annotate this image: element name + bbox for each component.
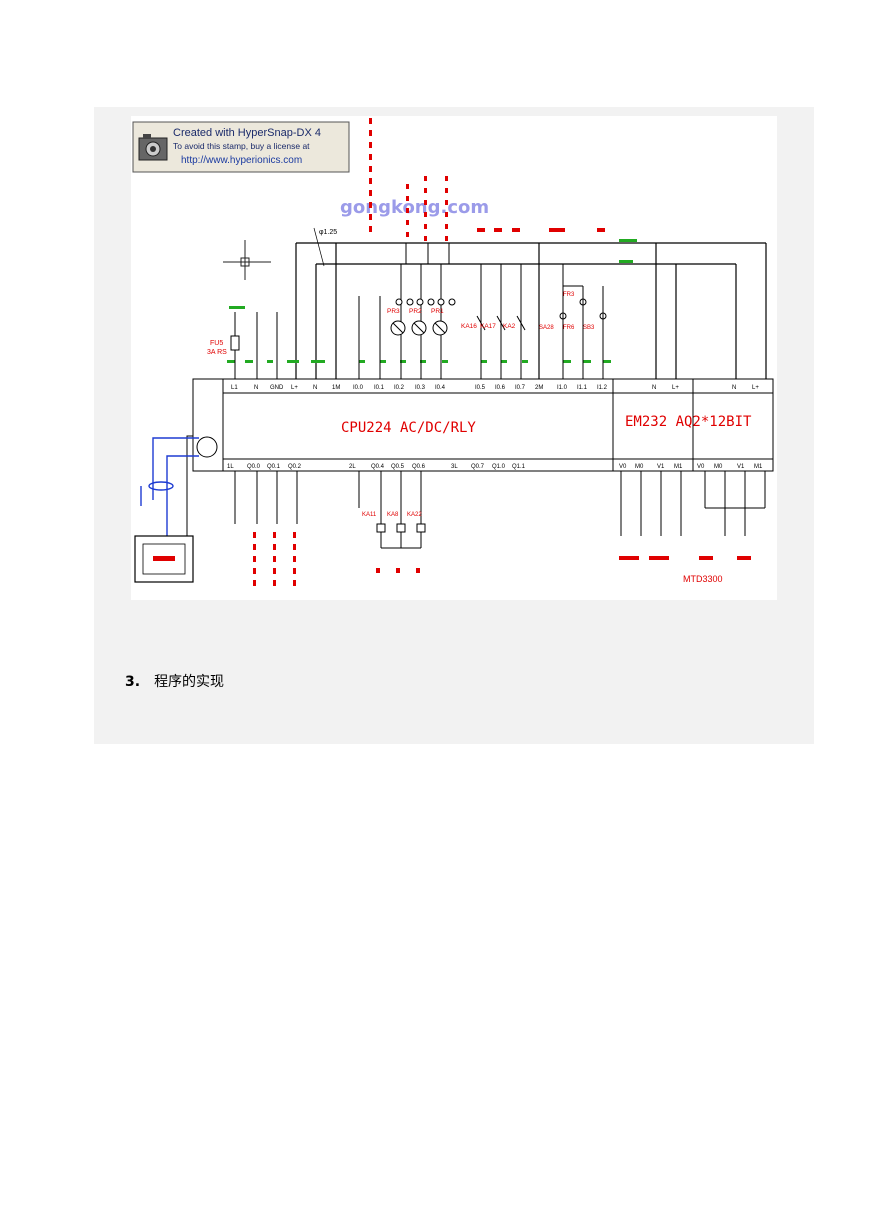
camera-icon	[138, 134, 168, 161]
svg-text:GND: GND	[270, 385, 284, 391]
crosshair-cursor-icon	[223, 240, 271, 280]
power-rails	[295, 242, 767, 379]
svg-text:I1.1: I1.1	[577, 385, 588, 391]
encoder-icon	[196, 436, 218, 458]
svg-text:Q0.7: Q0.7	[471, 464, 485, 470]
svg-text:L+: L+	[752, 385, 759, 391]
stamp-line-1: Created with HyperSnap-DX 4	[173, 127, 321, 139]
svg-text:PR1: PR1	[431, 308, 444, 315]
svg-text:I0.3: I0.3	[415, 385, 426, 391]
svg-text:V1: V1	[657, 464, 665, 470]
svg-text:M1: M1	[674, 464, 683, 470]
svg-text:SA28: SA28	[539, 325, 554, 331]
svg-text:L+: L+	[672, 385, 679, 391]
svg-text:Q0.0: Q0.0	[247, 464, 261, 470]
svg-text:2M: 2M	[535, 385, 543, 391]
fuse-icon	[230, 335, 240, 351]
svg-text:M1: M1	[754, 464, 763, 470]
contacts	[476, 285, 607, 331]
cpu-label: CPU224 AC/DC/RLY	[341, 420, 476, 436]
svg-text:I0.6: I0.6	[495, 385, 506, 391]
green-labels	[227, 239, 637, 363]
svg-text:SB3: SB3	[583, 325, 595, 331]
svg-text:KA11: KA11	[362, 512, 377, 518]
em232-module: EM232 AQ2*12BIT	[612, 378, 774, 472]
svg-text:V1: V1	[737, 464, 745, 470]
relay-coils	[376, 523, 426, 533]
svg-text:N: N	[652, 385, 656, 391]
svg-text:Q0.1: Q0.1	[267, 464, 281, 470]
svg-text:M0: M0	[714, 464, 723, 470]
svg-text:V0: V0	[697, 464, 705, 470]
svg-text:1M: 1M	[332, 385, 340, 391]
fuse-rating: 3A RS	[207, 349, 227, 356]
output-wires	[166, 435, 766, 549]
svg-text:I0.2: I0.2	[394, 385, 405, 391]
svg-text:KA16: KA16	[461, 323, 477, 330]
watermark: gongkong.com	[340, 197, 489, 218]
svg-text:V0: V0	[619, 464, 627, 470]
encoder-cable	[140, 437, 199, 536]
em232-label: EM232 AQ2*12BIT	[625, 414, 752, 430]
svg-text:Q0.4: Q0.4	[371, 464, 385, 470]
stamp-line-2: To avoid this stamp, buy a license at	[173, 141, 310, 151]
svg-text:I0.7: I0.7	[515, 385, 526, 391]
stamp-link: http://www.hyperionics.com	[181, 155, 302, 166]
svg-text:FR6: FR6	[563, 325, 575, 331]
svg-text:Q0.6: Q0.6	[412, 464, 426, 470]
svg-text:I1.2: I1.2	[597, 385, 608, 391]
pilot-lamps	[390, 298, 456, 336]
cpu-module: CPU224 AC/DC/RLY	[192, 378, 614, 472]
motor-label: MTD3300	[683, 574, 723, 584]
svg-text:Q1.1: Q1.1	[512, 464, 526, 470]
wire-size-label: φ1.25	[319, 229, 337, 236]
input-wires	[234, 243, 604, 379]
hypersnap-stamp: Created with HyperSnap-DX 4 To avoid thi…	[132, 121, 350, 173]
svg-text:N: N	[254, 385, 258, 391]
svg-text:I1.0: I1.0	[557, 385, 568, 391]
svg-text:KA17: KA17	[480, 323, 496, 330]
svg-text:N: N	[732, 385, 736, 391]
top-terminal-row: L1 N GND L+ N 1M I0.0 I0.1 I0.2 I0.3 I0.…	[231, 385, 759, 391]
svg-text:2L: 2L	[349, 464, 356, 470]
svg-text:I0.5: I0.5	[475, 385, 486, 391]
section-number: 3.	[125, 674, 141, 690]
svg-text:PR2: PR2	[409, 308, 422, 315]
bottom-terminal-row: 1L Q0.0 Q0.1 Q0.2 2L Q0.4 Q0.5 Q0.6 3L Q…	[227, 464, 763, 470]
svg-text:N: N	[313, 385, 317, 391]
svg-text:PR3: PR3	[387, 308, 400, 315]
svg-text:KA22: KA22	[407, 512, 422, 518]
svg-text:KA2: KA2	[503, 323, 516, 330]
red-annotation-column	[369, 118, 605, 241]
svg-text:L1: L1	[231, 385, 238, 391]
svg-text:KA8: KA8	[387, 512, 399, 518]
svg-text:Q0.2: Q0.2	[288, 464, 302, 470]
section-heading: 3. 程序的实现	[125, 671, 224, 691]
svg-text:L+: L+	[291, 385, 298, 391]
svg-text:M0: M0	[635, 464, 644, 470]
plc-wiring-diagram: Created with HyperSnap-DX 4 To avoid thi…	[131, 116, 777, 600]
svg-text:I0.0: I0.0	[353, 385, 364, 391]
output-annotations	[253, 532, 751, 586]
svg-text:FR3: FR3	[563, 292, 575, 298]
svg-text:3L: 3L	[451, 464, 458, 470]
svg-text:1L: 1L	[227, 464, 234, 470]
fuse-label: FU5	[210, 340, 223, 347]
section-title: 程序的实现	[154, 674, 225, 690]
svg-text:Q0.5: Q0.5	[391, 464, 405, 470]
svg-text:Q1.0: Q1.0	[492, 464, 506, 470]
svg-text:I0.1: I0.1	[374, 385, 385, 391]
svg-text:I0.4: I0.4	[435, 385, 446, 391]
